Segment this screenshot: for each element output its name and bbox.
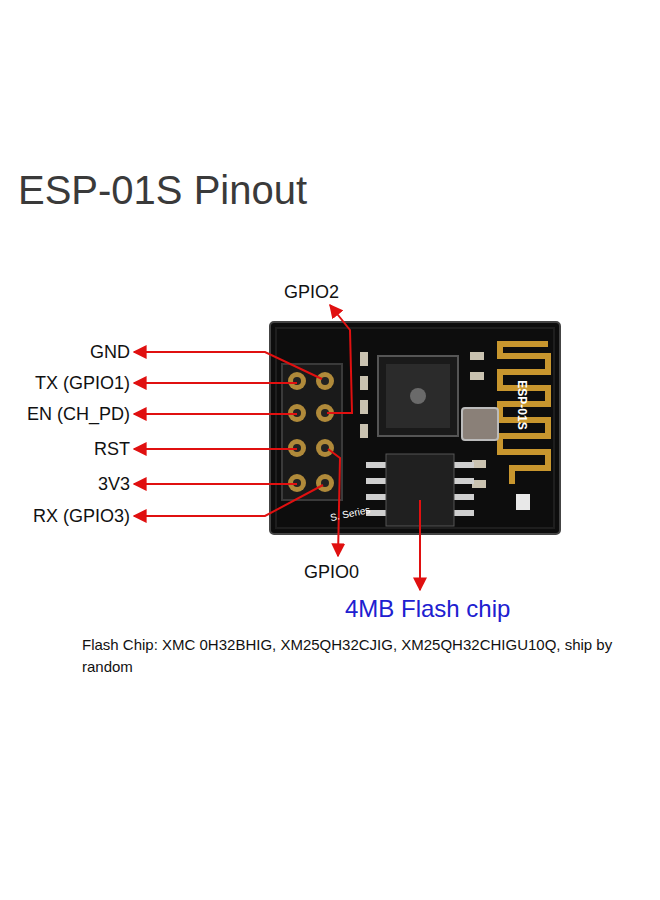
- status-led: [516, 494, 530, 510]
- pin-name: RST: [94, 438, 130, 460]
- pin-name: GPIO0: [304, 561, 359, 583]
- pin-name: GPIO2: [284, 281, 339, 303]
- pin-name: TX (GPIO1): [35, 372, 130, 394]
- pin-name: 3V3: [98, 473, 130, 495]
- pcb-board: [270, 322, 560, 534]
- silkscreen-text: ESP-01S: [515, 380, 529, 429]
- part-name: 4MB Flash chip: [345, 594, 510, 624]
- pin-name: RX (GPIO3): [33, 505, 130, 527]
- pin-name: GND: [90, 341, 130, 363]
- pin-header: [282, 364, 342, 500]
- crystal: [462, 408, 498, 440]
- diagram-title: ESP-01S Pinout: [18, 166, 307, 214]
- pcb-antenna: [500, 344, 548, 484]
- wifi-chip: [378, 356, 458, 436]
- leader-lines: [134, 305, 420, 590]
- note-text: Flash Chip: XMC 0H32BHIG, XM25QH32CJIG, …: [82, 634, 652, 678]
- pin-name: EN (CH_PD): [27, 403, 130, 425]
